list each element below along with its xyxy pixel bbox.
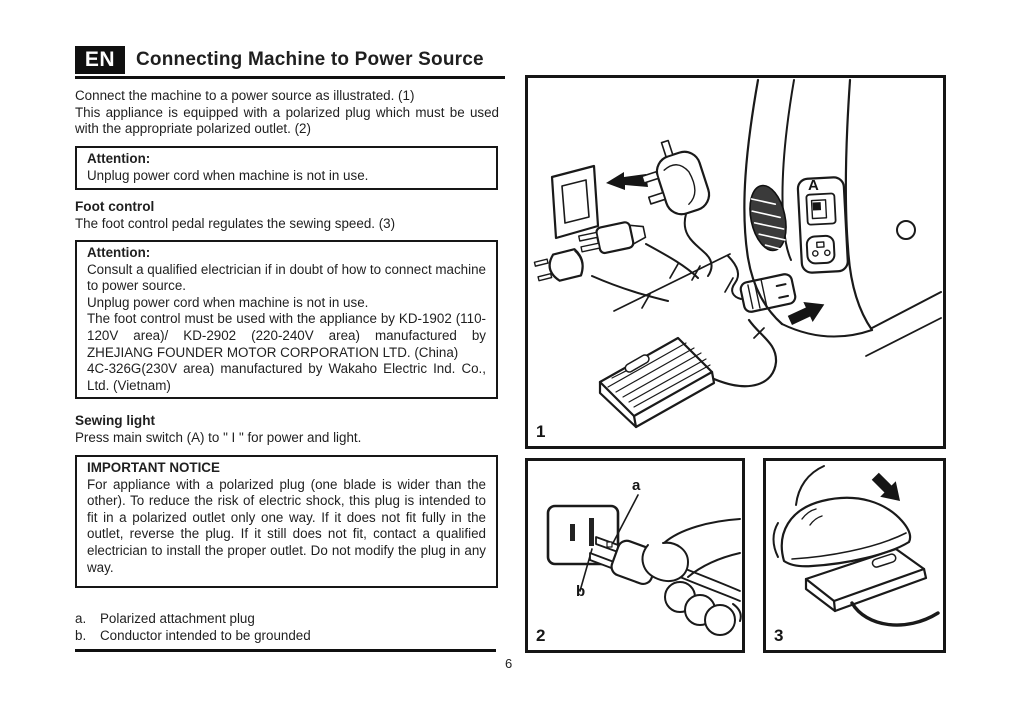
page-title: Connecting Machine to Power Source bbox=[136, 49, 484, 70]
cord-tick bbox=[691, 265, 701, 281]
figure-3-panel: 3 bbox=[763, 458, 946, 653]
figure-2-panel: a b 2 bbox=[525, 458, 745, 653]
legend-key: b. bbox=[75, 628, 87, 643]
callout-b-label: b bbox=[576, 583, 586, 600]
attention-line: Unplug power cord when machine is not in… bbox=[87, 294, 369, 310]
outlet-icon bbox=[546, 504, 620, 566]
important-notice-heading: IMPORTANT NOTICE bbox=[87, 460, 220, 475]
attention-line: The foot control must be used with the a… bbox=[87, 311, 486, 360]
legend-text: Conductor intended to be grounded bbox=[100, 628, 311, 643]
attention-line: Consult a qualified electrician if in do… bbox=[87, 261, 486, 294]
attention-line: 4C-326G(230V area) manufactured by Wakah… bbox=[87, 361, 486, 393]
cord-tick bbox=[641, 293, 651, 309]
connector-arrow-icon bbox=[787, 302, 825, 325]
foot-control-body: The foot control pedal regulates the sew… bbox=[75, 216, 396, 231]
legend-item-b: b. Conductor intended to be grounded bbox=[75, 627, 499, 644]
important-notice-box: IMPORTANT NOTICE For appliance with a po… bbox=[75, 455, 498, 588]
figure-legend: a. Polarized attachment plug b. Conducto… bbox=[75, 610, 499, 644]
attention-box-unplug: Attention: Unplug power cord when machin… bbox=[75, 146, 498, 190]
foot-control-heading: Foot control bbox=[75, 199, 155, 214]
foot-pedal-icon bbox=[598, 336, 716, 429]
sewing-light-body: Press main switch (A) to " I " for power… bbox=[75, 430, 362, 445]
pedal-cord bbox=[850, 601, 940, 627]
foot-pedal-icon bbox=[804, 547, 928, 613]
cord-tick bbox=[669, 263, 679, 279]
figure-1-panel: A 1 bbox=[525, 75, 946, 449]
cord-junction-line bbox=[613, 253, 731, 312]
press-arrow-icon bbox=[871, 472, 901, 502]
uk-plug-cord bbox=[683, 213, 713, 277]
figure-2-number: 2 bbox=[536, 626, 546, 645]
intro-line-1: Connect the machine to a power source as… bbox=[75, 88, 415, 103]
vent-icon bbox=[749, 184, 787, 252]
callout-a-leader bbox=[612, 494, 639, 544]
attention-body: Unplug power cord when machine is not in… bbox=[87, 167, 369, 183]
euro-plug-cord bbox=[591, 275, 669, 302]
attention-heading: Attention: bbox=[87, 245, 151, 260]
legend-item-a: a. Polarized attachment plug bbox=[75, 610, 499, 627]
important-notice-body: For appliance with a polarized plug (one… bbox=[87, 476, 486, 575]
hand-icon bbox=[641, 518, 742, 636]
figure-3-illustration bbox=[772, 465, 940, 627]
attention-box-electrician: Attention: Consult a qualified electrici… bbox=[75, 240, 498, 399]
footer-rule bbox=[75, 649, 496, 652]
cord-tick bbox=[724, 277, 734, 293]
euro-plug-icon bbox=[533, 248, 584, 282]
left-arrow-icon bbox=[606, 172, 648, 190]
screw-hole-icon bbox=[896, 220, 916, 240]
figure-1-number: 1 bbox=[536, 422, 546, 441]
title-underline bbox=[75, 76, 505, 79]
intro-paragraph: Connect the machine to a power source as… bbox=[75, 88, 499, 138]
attention-heading: Attention: bbox=[87, 151, 151, 166]
legend-text: Polarized attachment plug bbox=[100, 611, 255, 626]
us-plug-icon bbox=[578, 221, 647, 255]
intro-line-2: This appliance is equipped with a polari… bbox=[75, 104, 499, 137]
pedal-cord bbox=[712, 318, 778, 388]
sewing-light-heading: Sewing light bbox=[75, 413, 156, 428]
wall-outlet-icon bbox=[550, 164, 600, 240]
figure-1-illustration bbox=[533, 78, 942, 429]
uk-plug-icon bbox=[641, 139, 711, 216]
page-number: 6 bbox=[505, 656, 513, 671]
callout-a-label: a bbox=[632, 477, 641, 494]
power-switch-icon bbox=[805, 192, 837, 226]
foot-icon bbox=[772, 465, 912, 568]
switch-callout-label: A bbox=[808, 177, 819, 194]
figure-2-illustration bbox=[546, 494, 742, 636]
power-inlet-icon bbox=[805, 234, 836, 265]
figure-3-number: 3 bbox=[774, 626, 784, 645]
cord-tick bbox=[753, 327, 765, 339]
main-cord bbox=[727, 255, 742, 300]
language-badge: EN bbox=[75, 46, 125, 74]
legend-key: a. bbox=[75, 611, 87, 626]
power-panel bbox=[796, 176, 849, 274]
